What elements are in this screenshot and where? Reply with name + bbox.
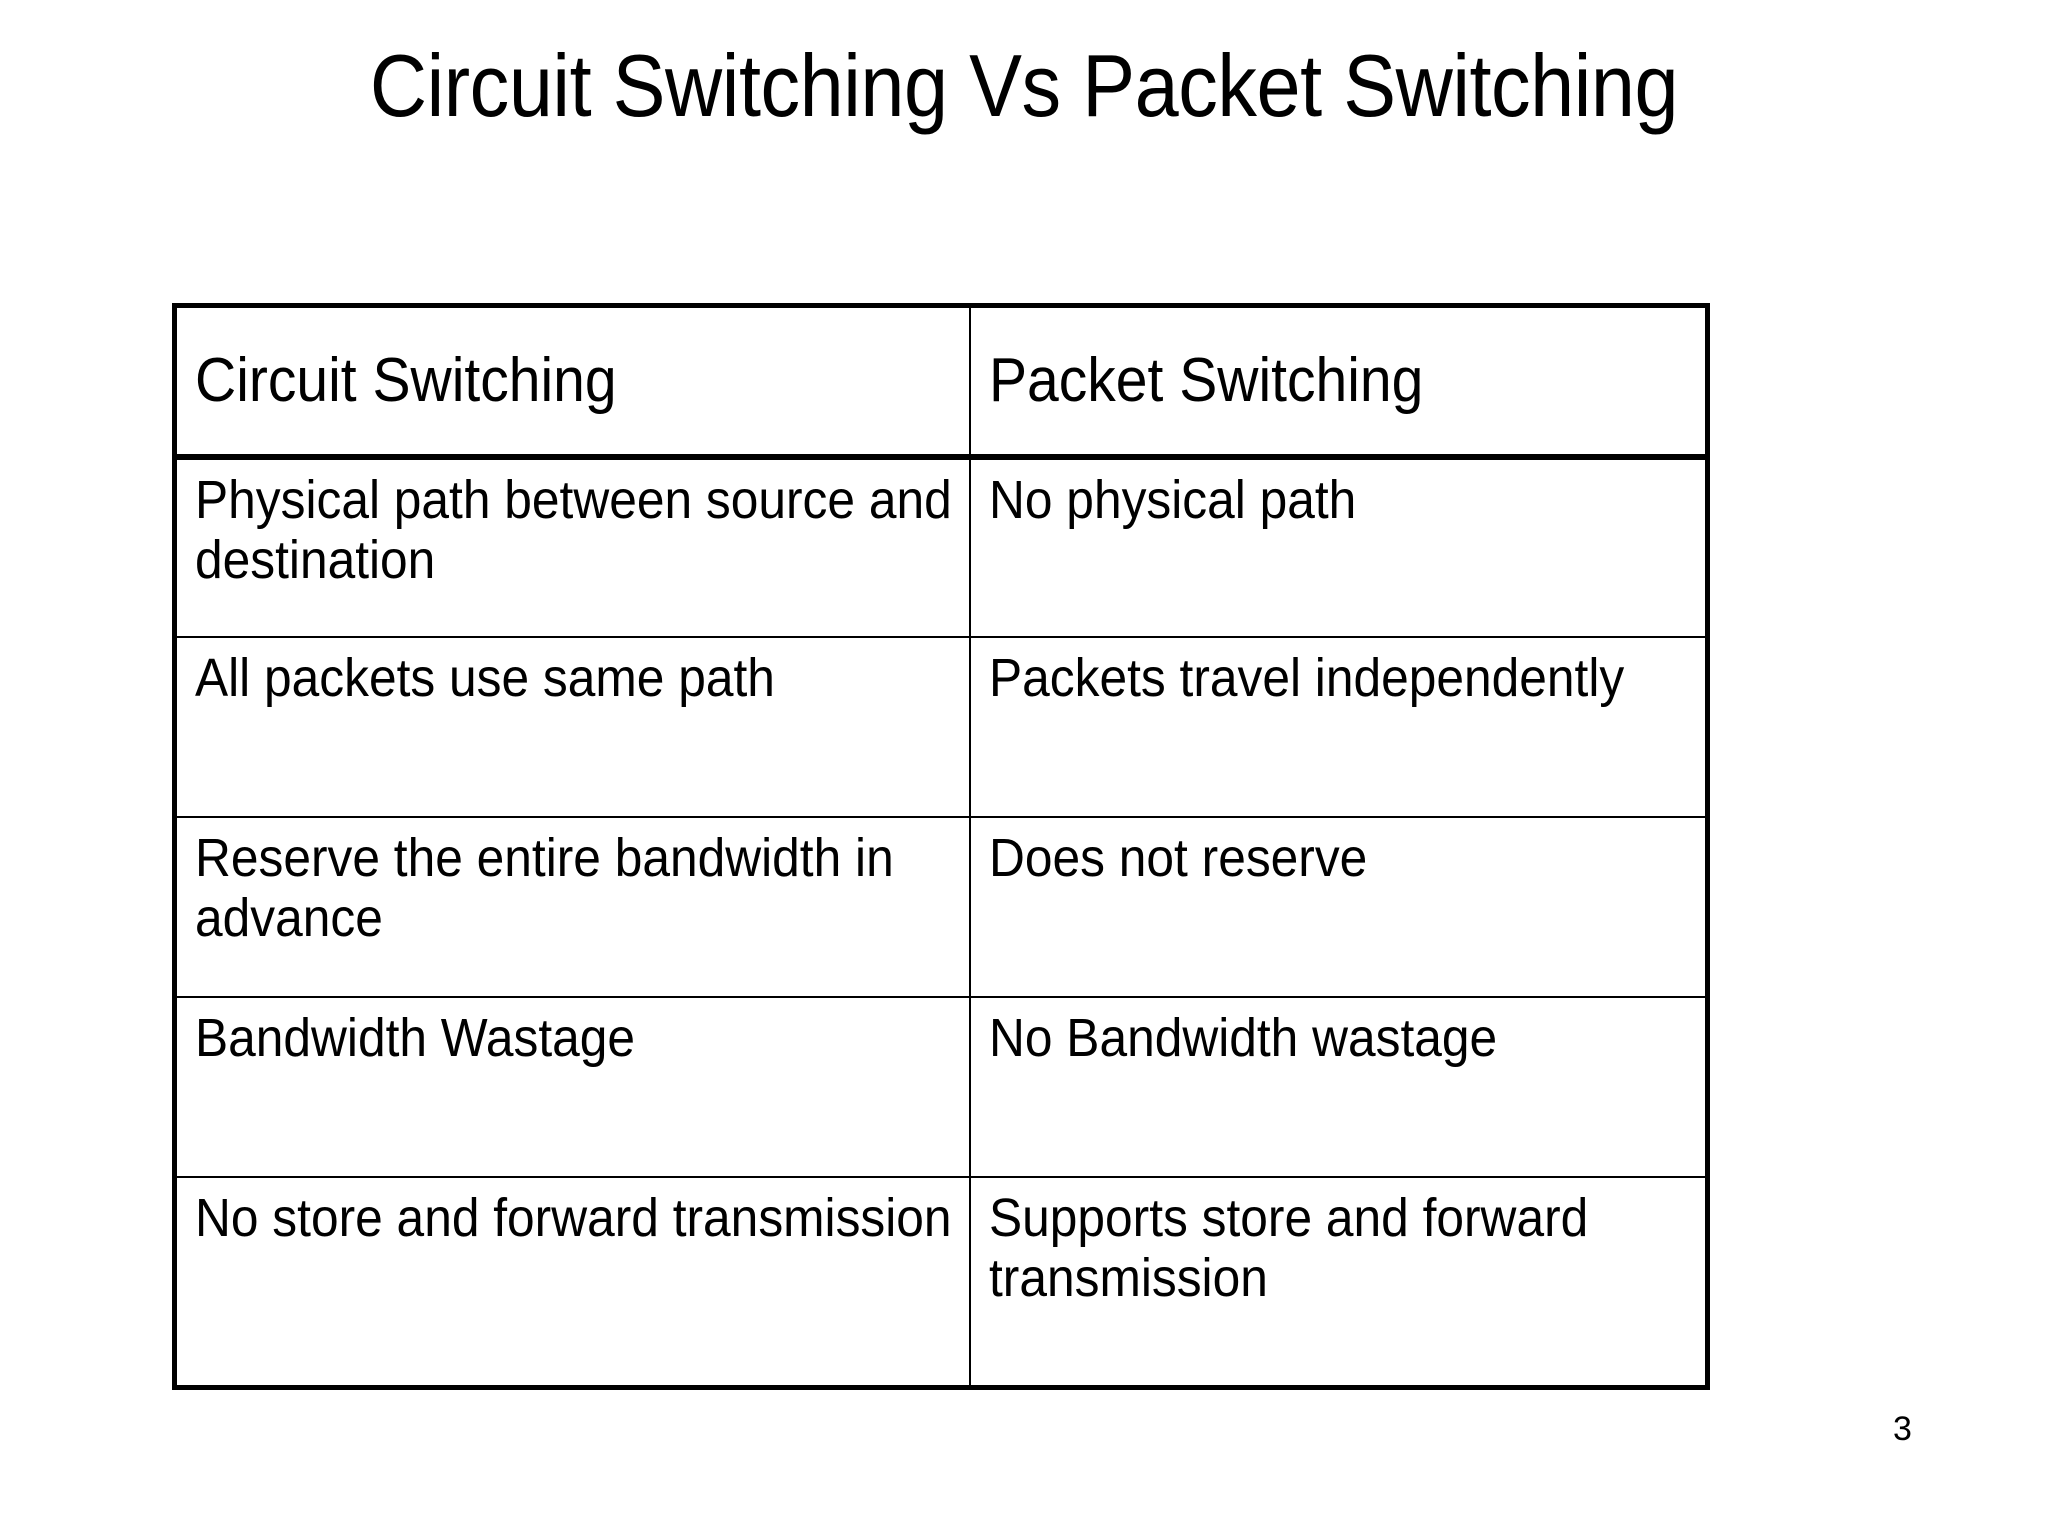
table-row: Bandwidth Wastage No Bandwidth wastage (173, 996, 1709, 1178)
column-header-packet-switching: Packet Switching (968, 304, 1709, 460)
cell-circuit-switching-5: No store and forward transmission (173, 1176, 971, 1388)
cell-packet-switching-5-text: Supports store and forward transmission (988, 1188, 1588, 1309)
cell-circuit-switching-1-text: Physical path between source and destina… (195, 470, 952, 591)
cell-circuit-switching-1: Physical path between source and destina… (173, 456, 971, 638)
cell-packet-switching-3-text: Does not reserve (988, 828, 1367, 888)
cell-packet-switching-4: No Bandwidth wastage (968, 996, 1709, 1178)
table-row: No store and forward transmission Suppor… (173, 1176, 1709, 1388)
cell-circuit-switching-3: Reserve the entire bandwidth in advance (173, 816, 971, 998)
table-row: Physical path between source and destina… (173, 456, 1709, 638)
column-header-circuit-switching: Circuit Switching (173, 304, 971, 460)
cell-circuit-switching-2-text: All packets use same path (195, 648, 775, 708)
column-header-circuit-switching-label: Circuit Switching (195, 346, 617, 416)
table-row: Reserve the entire bandwidth in advance … (173, 816, 1709, 998)
cell-packet-switching-5: Supports store and forward transmission (968, 1176, 1709, 1388)
cell-packet-switching-3: Does not reserve (968, 816, 1709, 998)
page-number: 3 (1893, 1410, 1912, 1448)
cell-circuit-switching-4: Bandwidth Wastage (173, 996, 971, 1178)
cell-packet-switching-2-text: Packets travel independently (988, 648, 1624, 708)
cell-circuit-switching-5-text: No store and forward transmission (195, 1188, 952, 1248)
table-header: Circuit Switching Packet Switching (173, 304, 1709, 460)
cell-packet-switching-2: Packets travel independently (968, 636, 1709, 818)
table-body: Physical path between source and destina… (173, 456, 1709, 1388)
comparison-table: Circuit Switching Packet Switching Physi… (172, 303, 1710, 1390)
cell-circuit-switching-2: All packets use same path (173, 636, 971, 818)
cell-circuit-switching-3-text: Reserve the entire bandwidth in advance (195, 828, 894, 949)
cell-packet-switching-4-text: No Bandwidth wastage (988, 1008, 1497, 1068)
cell-circuit-switching-4-text: Bandwidth Wastage (195, 1008, 636, 1068)
column-header-packet-switching-label: Packet Switching (988, 346, 1423, 416)
cell-packet-switching-1-text: No physical path (988, 470, 1356, 530)
page-title: Circuit Switching Vs Packet Switching (369, 36, 1679, 135)
table-header-row: Circuit Switching Packet Switching (173, 304, 1709, 460)
cell-packet-switching-1: No physical path (968, 456, 1709, 638)
table-row: All packets use same path Packets travel… (173, 636, 1709, 818)
